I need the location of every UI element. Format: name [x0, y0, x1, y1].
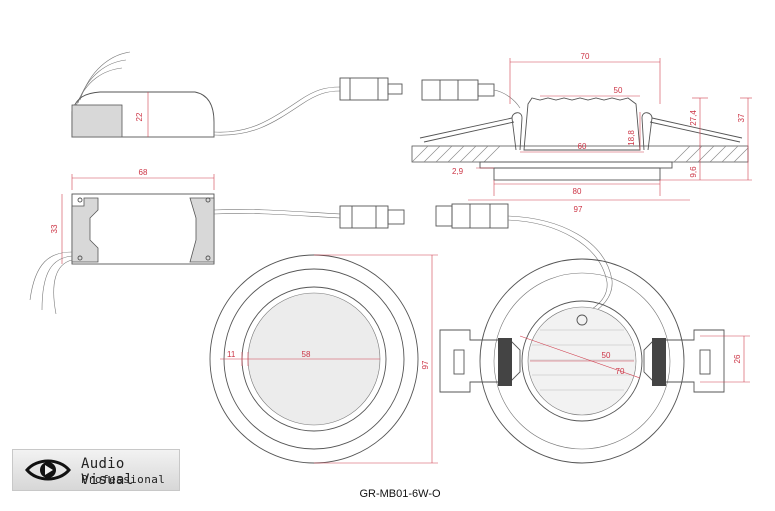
dim-front-lens: 58 [302, 350, 311, 359]
lamp-side-section: 70 50 60 18,8 27,4 37 9,6 2,9 80 97 [411, 52, 752, 214]
dim-back-clip: 26 [733, 354, 742, 363]
dim-lamp-flange-gap: 2,9 [452, 167, 464, 176]
connector-pair-bottom [339, 203, 613, 319]
dim-front-outer: 97 [421, 360, 430, 369]
dim-back-diag: 70 [616, 367, 625, 376]
dim-lamp-base: 60 [578, 142, 587, 151]
dim-back-inner: 50 [602, 351, 611, 360]
dim-lamp-inner: 50 [614, 86, 623, 95]
dim-lamp-flange-h: 9,6 [689, 166, 698, 178]
dim-lamp-cutout: 97 [574, 205, 583, 214]
dim-lamp-height-a: 27,4 [689, 110, 698, 126]
logo-line-2: Professional [81, 473, 166, 486]
brand-logo: Audio Visual Professional [12, 449, 180, 491]
lamp-back-view: 50 70 26 [439, 258, 750, 464]
driver-label-area [71, 104, 123, 138]
eye-icon [25, 459, 71, 481]
driver-side-view: 22 [71, 51, 341, 138]
dim-driver-height: 33 [50, 224, 59, 233]
connector-pair-top [339, 77, 521, 109]
model-caption: GR-MB01-6W-O [359, 488, 441, 500]
dim-driver-width: 68 [139, 168, 148, 177]
lamp-front-view: 11 58 97 [209, 254, 438, 464]
driver-top-view: 68 33 [29, 168, 341, 315]
dim-driver-top-height: 22 [135, 112, 144, 121]
dim-lamp-flange-w: 80 [573, 187, 582, 196]
dim-lamp-clip: 18,8 [627, 130, 636, 146]
dim-lamp-width: 70 [581, 52, 590, 61]
logo-line-1: Audio Visual [81, 456, 134, 488]
dim-front-rim: 11 [227, 350, 236, 359]
dim-lamp-height-total: 37 [737, 113, 746, 122]
